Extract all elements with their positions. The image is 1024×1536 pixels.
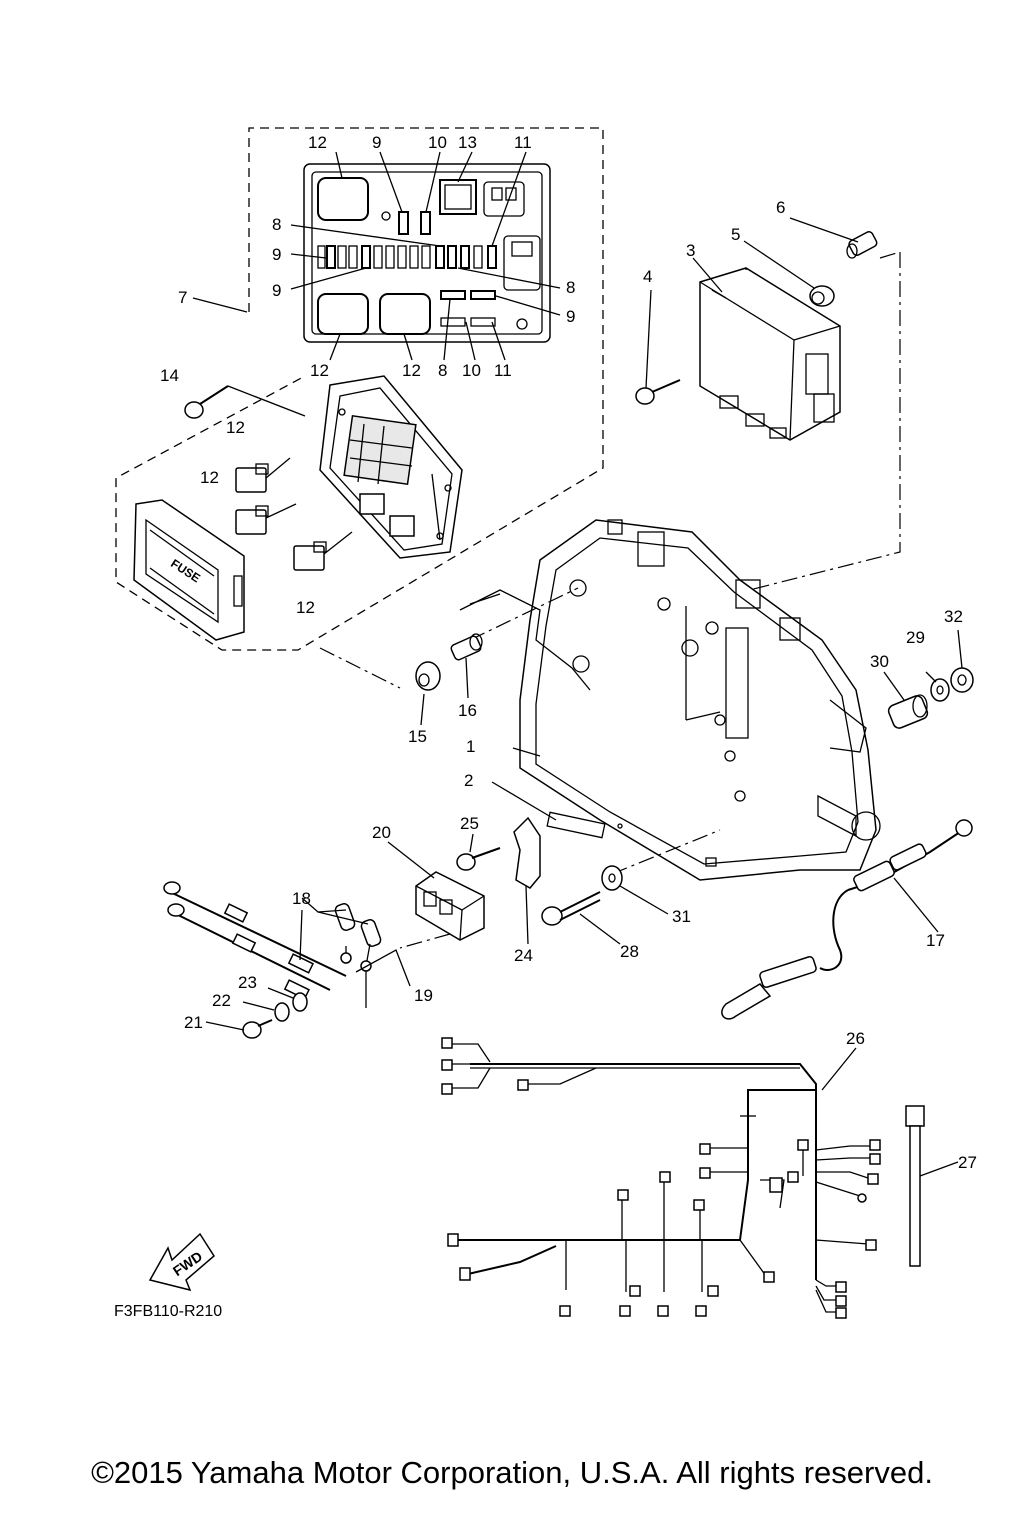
callout-17: 17 bbox=[926, 931, 945, 950]
callout-11: 11 bbox=[494, 361, 512, 380]
label-2 bbox=[546, 811, 606, 839]
callout-23: 23 bbox=[238, 973, 257, 992]
callout-9: 9 bbox=[272, 245, 281, 264]
callout-12: 12 bbox=[310, 361, 329, 380]
washer-31 bbox=[601, 865, 669, 915]
relay-12-c bbox=[293, 531, 353, 571]
callout-8: 8 bbox=[438, 361, 447, 380]
cable-tie-27 bbox=[905, 1105, 959, 1267]
callout-12: 12 bbox=[226, 418, 245, 437]
fuse-panel-top-view bbox=[303, 163, 551, 343]
callout-29: 29 bbox=[906, 628, 925, 647]
relay-12-a bbox=[235, 457, 291, 493]
callout-3: 3 bbox=[686, 241, 695, 260]
callout-24: 24 bbox=[514, 946, 533, 965]
callout-1: 1 bbox=[466, 737, 475, 756]
callout-20: 20 bbox=[372, 823, 391, 842]
washer-29 bbox=[925, 671, 950, 702]
callout-12: 12 bbox=[200, 468, 219, 487]
relay-20 bbox=[387, 841, 485, 941]
callout-19: 19 bbox=[414, 986, 433, 1005]
electric-box-tray-1 bbox=[459, 519, 881, 881]
damper-30 bbox=[883, 671, 929, 729]
callout-9: 9 bbox=[272, 281, 281, 300]
callout-12: 12 bbox=[296, 598, 315, 617]
callout-32: 32 bbox=[944, 607, 963, 626]
callout-10: 10 bbox=[462, 361, 481, 380]
callout-16: 16 bbox=[458, 701, 477, 720]
fuse-box-body bbox=[319, 375, 463, 559]
callout-4: 4 bbox=[643, 267, 652, 286]
callout-12: 12 bbox=[308, 133, 327, 152]
callout-15: 15 bbox=[408, 727, 427, 746]
fwd-arrow-icon: FWD bbox=[148, 1232, 215, 1292]
collar-6 bbox=[789, 217, 878, 259]
callout-7: 7 bbox=[178, 288, 187, 307]
callout-13: 13 bbox=[458, 133, 477, 152]
callout-11: 11 bbox=[514, 133, 532, 152]
fuse-box-dashed-outline bbox=[115, 127, 604, 651]
callout-31: 31 bbox=[672, 907, 691, 926]
cable-17 bbox=[721, 819, 973, 1020]
cables-18 bbox=[163, 881, 382, 1000]
bolt-14 bbox=[184, 385, 306, 419]
callout-9: 9 bbox=[566, 307, 575, 326]
relay-12-top-left bbox=[317, 177, 369, 221]
bracket-24 bbox=[513, 816, 541, 945]
fuse-row bbox=[317, 245, 497, 269]
collar-16 bbox=[450, 633, 483, 699]
fuse-cover: FUSE bbox=[133, 499, 245, 641]
callout-8: 8 bbox=[272, 215, 281, 234]
callout-21: 21 bbox=[184, 1013, 203, 1032]
callout-6: 6 bbox=[776, 198, 785, 217]
callout-28: 28 bbox=[620, 942, 639, 961]
grommet-15 bbox=[415, 661, 441, 726]
relay-12-bottom-mid bbox=[379, 293, 431, 335]
callout-14: 14 bbox=[160, 366, 179, 385]
leader-7 bbox=[192, 297, 248, 313]
callout-22: 22 bbox=[212, 991, 231, 1010]
top-panel-leaders bbox=[290, 151, 561, 361]
callout-labels: 12 9 10 13 11 8 9 9 7 8 9 12 12 8 10 11 … bbox=[160, 133, 977, 1172]
callout-25: 25 bbox=[460, 814, 479, 833]
relay-12-b bbox=[235, 503, 297, 535]
bolt-25 bbox=[456, 833, 501, 871]
diagram-code: F3FB110-R210 bbox=[114, 1303, 222, 1320]
wire-harness-26 bbox=[441, 1037, 881, 1319]
fuse-13 bbox=[439, 179, 477, 215]
callout-8: 8 bbox=[566, 278, 575, 297]
grommet-5 bbox=[743, 240, 835, 307]
callout-26: 26 bbox=[846, 1029, 865, 1048]
relay-12-bottom-left bbox=[317, 293, 369, 335]
washer-22 bbox=[242, 1001, 290, 1022]
callout-10: 10 bbox=[428, 133, 447, 152]
callout-18: 18 bbox=[292, 889, 311, 908]
callout-2: 2 bbox=[464, 771, 473, 790]
callout-12: 12 bbox=[402, 361, 421, 380]
washer-23 bbox=[267, 987, 308, 1012]
callout-27: 27 bbox=[958, 1153, 977, 1172]
bolt-4 bbox=[635, 289, 681, 405]
callout-9: 9 bbox=[372, 133, 381, 152]
bolt-28 bbox=[541, 891, 621, 945]
callout-30: 30 bbox=[870, 652, 889, 671]
copyright-notice: ©2015 Yamaha Motor Corporation, U.S.A. A… bbox=[91, 1455, 933, 1490]
callout-5: 5 bbox=[731, 225, 740, 244]
bolt-21 bbox=[205, 1019, 273, 1039]
ecu-unit-3 bbox=[699, 267, 841, 441]
cables-19 bbox=[340, 943, 411, 1008]
nut-32 bbox=[950, 629, 974, 693]
